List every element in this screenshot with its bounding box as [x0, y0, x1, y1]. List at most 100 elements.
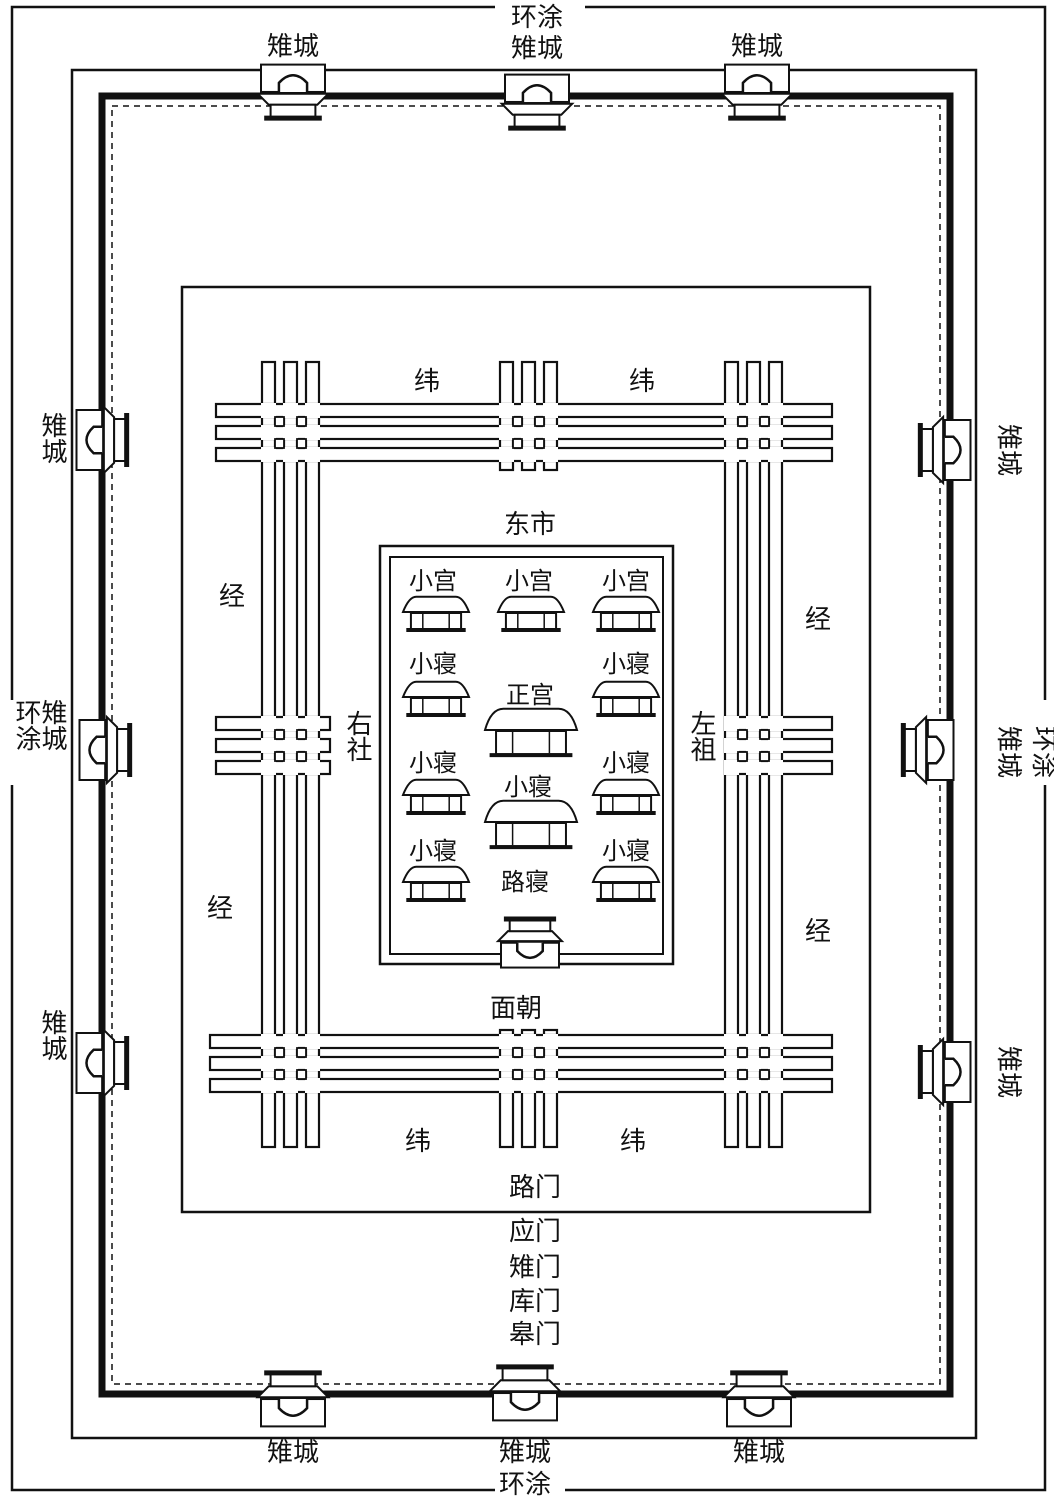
cross-mid-right-node-0-1 [724, 738, 739, 753]
label-xiaoqin-left-3: 小寝 [409, 837, 457, 865]
label-yimen: 雉门 [509, 1253, 561, 1283]
gate-top-left-arch [277, 74, 309, 92]
cross-top-center-block-0-0 [512, 416, 523, 427]
hall-xiaoqin-right-2-roof [591, 778, 661, 796]
jing-road-left-lane-2 [282, 360, 299, 1149]
gate-right-middle-arch [927, 735, 945, 765]
cross-bottom-left-block-1-0 [296, 1047, 307, 1058]
hall-xiaoqin-left-1 [401, 680, 471, 718]
cross-bottom-right-node-1-1 [746, 1056, 761, 1071]
cross-top-left-node-1-0 [283, 403, 298, 418]
cross-top-right-block-1-0 [759, 416, 770, 427]
cross-bottom-right-node-0-1 [724, 1056, 739, 1071]
inner-precinct [180, 285, 872, 1214]
hall-xiaoqin-left-3-body [409, 882, 463, 901]
hall-xiaoqin-left-3 [401, 865, 471, 903]
label-jing-upper-left: 经 [219, 582, 245, 612]
label-right-yicheng-3: 雉城 [993, 1046, 1023, 1098]
moat-outer-line [70, 68, 978, 1440]
cross-top-left-node-0-2 [261, 447, 276, 462]
gate-left-middle-arch [88, 735, 106, 765]
gate-right-upper [917, 414, 972, 486]
cross-top-center-node-2-1 [543, 425, 558, 440]
cross-bottom-right-block-1-0 [759, 1047, 770, 1058]
hall-xiaoqin-left-2-roof [401, 778, 471, 796]
label-luqin: 路寝 [501, 868, 549, 896]
hall-xiaogong-right-roof [591, 595, 661, 613]
label-left-yicheng-3: 雉城 [37, 1009, 67, 1061]
gate-left-upper-hall [113, 418, 127, 462]
gate-left-middle [78, 714, 133, 786]
gate-left-lower-roof [102, 1027, 116, 1099]
gate-lumen-hall [508, 919, 552, 933]
label-xiaoqin-right-2: 小寝 [602, 749, 650, 777]
cross-mid-right-block-0-0 [737, 729, 748, 740]
cross-top-center-node-2-2 [543, 447, 558, 462]
cross-bottom-center-block-0-1 [512, 1069, 523, 1080]
gate-top-left-hall [269, 103, 317, 118]
cross-top-right-node-1-2 [746, 447, 761, 462]
cross-bottom-left-block-0-0 [274, 1047, 285, 1058]
label-lumen: 路门 [509, 1173, 561, 1203]
cross-mid-left-block-1-1 [296, 751, 307, 762]
cross-top-left-node-0-1 [261, 425, 276, 440]
jing-road-right-lane-3 [767, 360, 784, 1149]
label-bottom-left-yicheng: 雉城 [267, 1438, 319, 1468]
label-left-yicheng-2: 雉城 [37, 699, 67, 751]
cross-top-left-block-0-1 [274, 438, 285, 449]
cross-bottom-center-node-0-0 [499, 1034, 514, 1049]
cross-bottom-center-block-1-1 [534, 1069, 545, 1080]
cross-mid-right-node-1-2 [746, 760, 761, 775]
label-top-right-yicheng: 雉城 [731, 32, 783, 62]
cross-top-left-block-0-0 [274, 416, 285, 427]
cross-top-right-block-0-1 [737, 438, 748, 449]
label-wei-bottom-left: 纬 [405, 1127, 431, 1157]
gate-top-center-arch [521, 84, 553, 102]
cross-mid-right-node-1-0 [746, 716, 761, 731]
gate-left-upper-roof [102, 404, 116, 476]
cross-mid-left-block-1-0 [296, 729, 307, 740]
gate-bottom-center-arch [509, 1393, 541, 1411]
cross-top-right-node-1-0 [746, 403, 761, 418]
hall-xiaoqin-center-roof [483, 799, 579, 823]
buildings [75, 63, 972, 1428]
gate-top-center-hall [513, 113, 561, 128]
cross-top-center-block-1-0 [534, 416, 545, 427]
label-zuozu: 左祖 [686, 710, 716, 762]
gate-left-lower [75, 1027, 130, 1099]
cross-top-right-node-2-2 [768, 447, 783, 462]
cross-bottom-center-node-1-2 [521, 1078, 536, 1093]
cross-bottom-left-block-1-1 [296, 1069, 307, 1080]
label-kumen: 库门 [509, 1287, 561, 1317]
cross-top-left-node-1-2 [283, 447, 298, 462]
cross-bottom-right-block-0-0 [737, 1047, 748, 1058]
gate-bottom-center [487, 1364, 563, 1422]
cross-bottom-left-node-2-2 [305, 1078, 320, 1093]
hall-xiaoqin-right-3-roof [591, 865, 661, 883]
cross-top-left-node-2-2 [305, 447, 320, 462]
label-xiaoqin-right-1: 小寝 [602, 650, 650, 678]
hall-xiaoqin-right-2 [591, 778, 661, 816]
hall-xiaoqin-left-2-body [409, 795, 463, 814]
cross-top-center-block-1-1 [534, 438, 545, 449]
cross-bottom-left-node-1-1 [283, 1056, 298, 1071]
gate-top-left-roof [255, 92, 331, 106]
gate-bottom-right-hall [735, 1373, 783, 1388]
cross-top-left-node-1-1 [283, 425, 298, 440]
label-left-huantu: 环涂 [11, 699, 41, 751]
outer-ring-road-line [10, 5, 1047, 1492]
cross-bottom-center-node-1-0 [521, 1034, 536, 1049]
cross-top-center-node-1-0 [521, 403, 536, 418]
label-top-left-yicheng: 雉城 [267, 32, 319, 62]
gate-top-center-roof [499, 102, 575, 116]
gate-top-right-hall [733, 103, 781, 118]
cross-top-right-node-0-1 [724, 425, 739, 440]
label-right-huantu: 环涂 [1028, 726, 1054, 778]
cross-mid-left-block-0-0 [274, 729, 285, 740]
jing-road-left-lane-3 [304, 360, 321, 1149]
gate-bottom-right [721, 1370, 797, 1428]
cross-top-center-node-0-2 [499, 447, 514, 462]
cross-mid-right-node-2-2 [768, 760, 783, 775]
cross-mid-left-node-0-2 [261, 760, 276, 775]
